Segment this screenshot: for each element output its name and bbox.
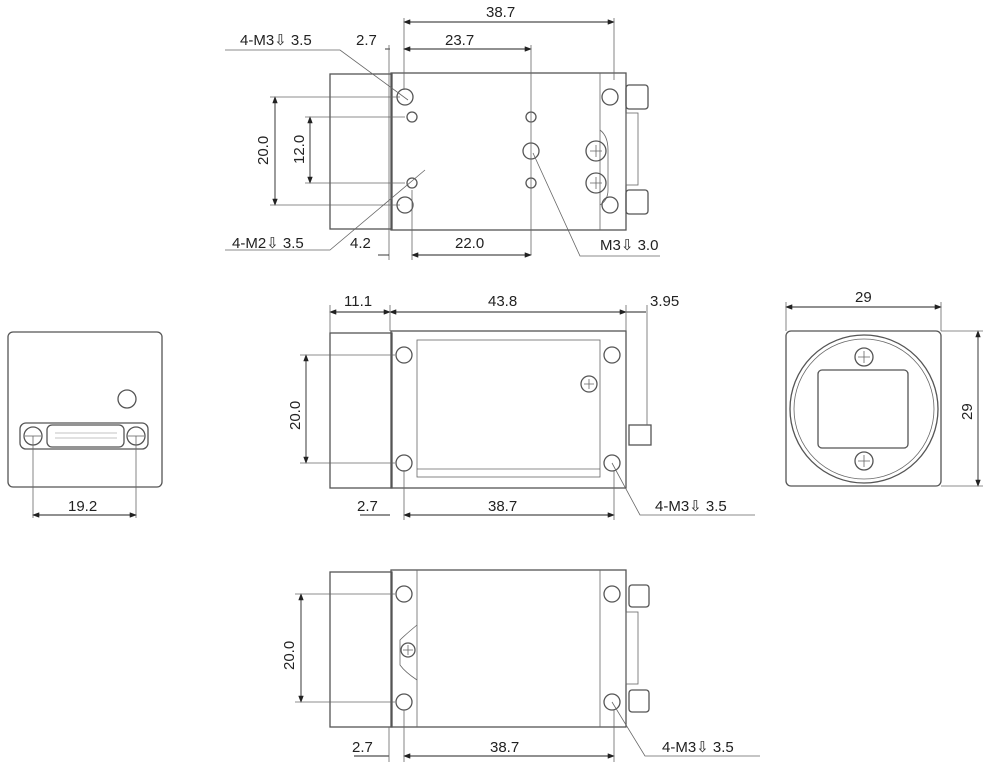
dim-connector-length: 3.95	[650, 293, 679, 310]
front-view: 29 29	[785, 289, 983, 487]
dim-screw-span: 19.2	[68, 498, 97, 515]
top-view: 38.7 23.7 2.7 4-M3⇩ 3.5 20.0 12.0 4-M2⇩ …	[225, 4, 660, 260]
dim-edge-offset: 2.7	[352, 739, 373, 756]
dim-edge-offset: 2.7	[357, 498, 378, 515]
dim-hole-height: 20.0	[287, 401, 304, 430]
bottom-view: 20.0 2.7 38.7 4-M3⇩ 3.5	[281, 569, 760, 762]
dim-height-inner: 12.0	[291, 135, 308, 164]
dim-lens-length: 11.1	[344, 293, 372, 310]
dim-bottom-span: 22.0	[455, 235, 484, 252]
mount-hole-icon	[395, 346, 621, 472]
phillips-screw-icon	[400, 642, 416, 658]
dim-body-length: 43.8	[488, 293, 517, 310]
callout-m3-holes: 4-M3⇩ 3.5	[655, 498, 727, 515]
dim-hole-offset: 23.7	[445, 32, 474, 49]
thumb-screw-icon	[23, 426, 146, 446]
side-view: 11.1 43.8 3.95 20.0 2.7 38.7 4-M3⇩ 3.5	[287, 293, 755, 520]
dim-left-offset: 4.2	[350, 235, 371, 252]
dim-hole-height: 20.0	[281, 641, 298, 670]
dim-height: 29	[959, 403, 976, 420]
dim-width: 29	[855, 289, 872, 306]
dim-hole-span: 38.7	[490, 739, 519, 756]
phillips-screw-icon	[854, 347, 874, 471]
phillips-screw-icon	[580, 375, 598, 393]
rear-view: 19.2	[7, 331, 163, 518]
dim-hole-span: 38.7	[488, 498, 517, 515]
dim-edge-offset: 2.7	[356, 32, 377, 49]
dim-height-outer: 20.0	[255, 136, 272, 165]
callout-m3-single: M3⇩ 3.0	[600, 237, 658, 254]
phillips-screw-icon	[585, 140, 607, 194]
mount-hole-icon	[396, 88, 619, 214]
callout-m3-holes: 4-M3⇩ 3.5	[662, 739, 734, 756]
callout-m3-holes: 4-M3⇩ 3.5	[240, 32, 312, 49]
callout-m2-holes: 4-M2⇩ 3.5	[232, 235, 304, 252]
mount-hole-icon	[395, 585, 621, 711]
dim-total-width: 38.7	[486, 4, 515, 21]
